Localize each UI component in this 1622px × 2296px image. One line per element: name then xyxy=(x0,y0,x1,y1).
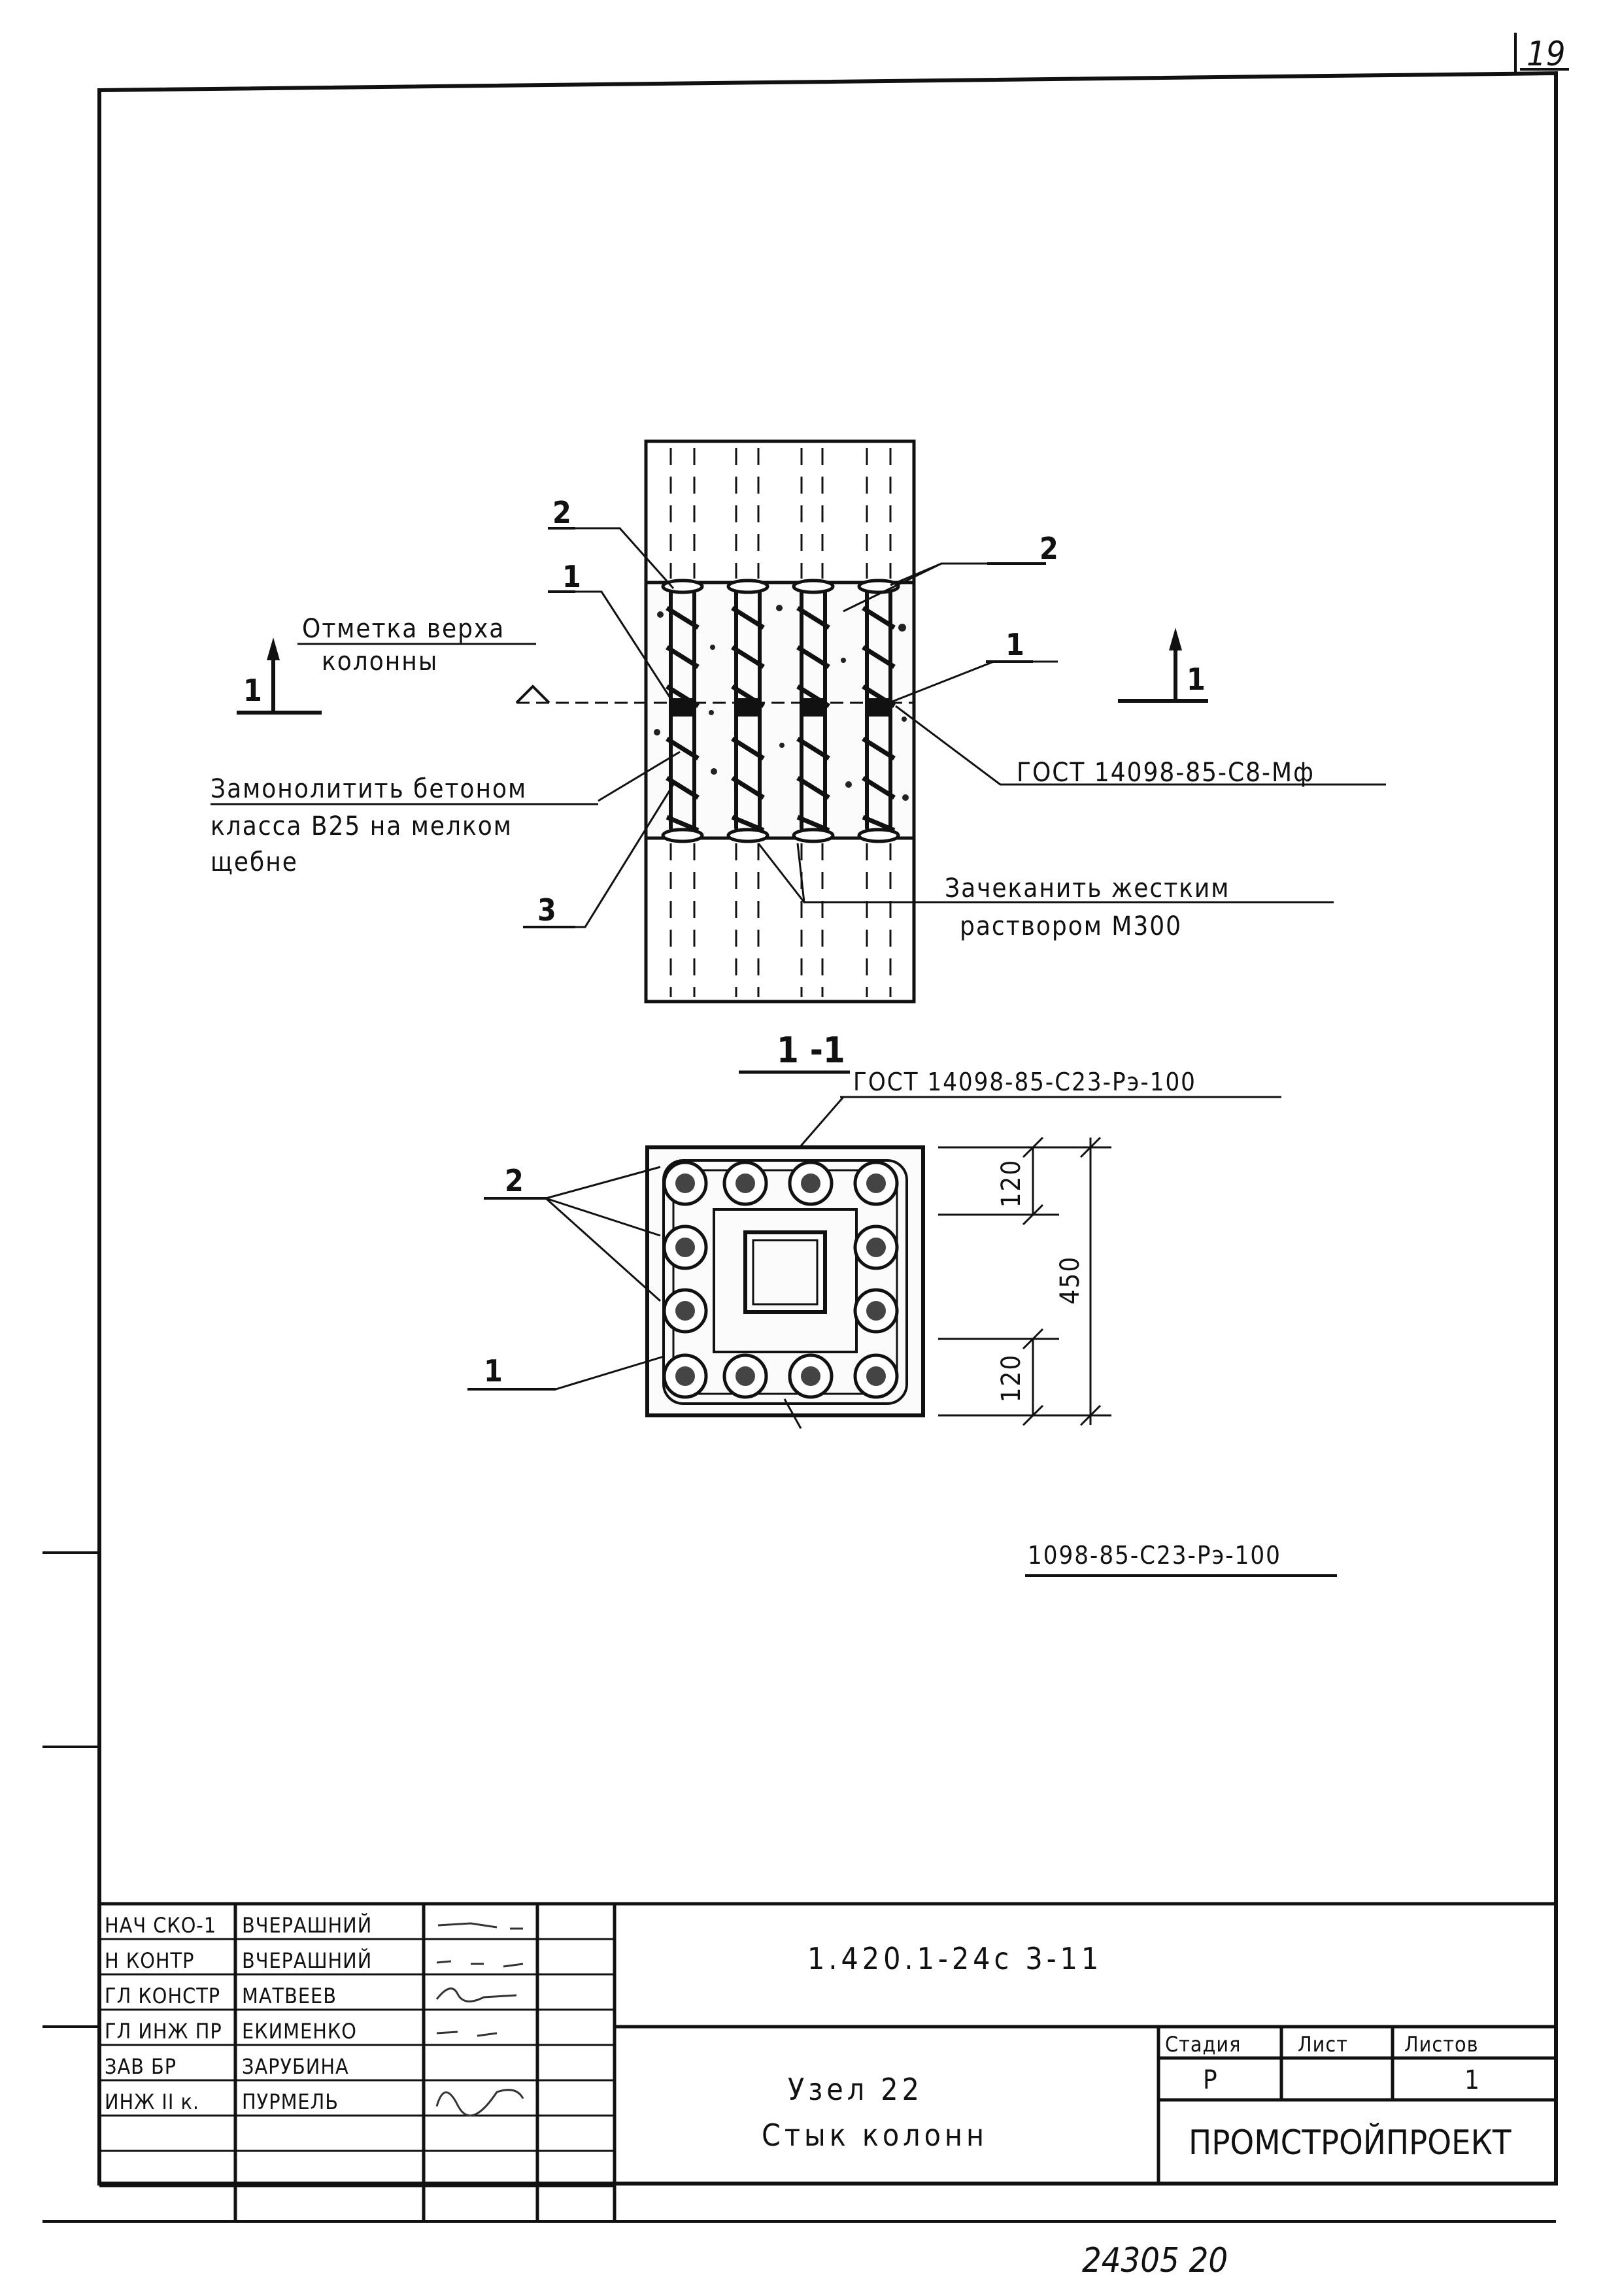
weld-splices xyxy=(671,698,890,717)
section-title: 1 -1 xyxy=(777,1030,845,1071)
elevation-callout-underlines xyxy=(523,527,1046,928)
organization: ПРОМСТРОЙПРОЕКТ xyxy=(1189,2123,1512,2163)
elevation-view: 1 1 2 1 2 1 3 xyxy=(211,439,1386,1004)
caulk-note-line2: раствором М300 xyxy=(960,911,1182,941)
drawing-title-line1: Узел 22 xyxy=(788,2072,923,2107)
elev-callout-2-right: 2 xyxy=(1039,531,1058,566)
section-bar-cores xyxy=(675,1173,886,1386)
staff-name-1: ВЧЕРАШНИЙ xyxy=(242,1948,372,1973)
section-callout-2: 2 xyxy=(505,1163,524,1198)
section-mark-right-label: 1 xyxy=(1187,662,1206,697)
elevation-label-line1: Отметка верха xyxy=(302,614,505,644)
sheets-value: 1 xyxy=(1464,2065,1481,2095)
concrete-note-line2: класса В25 на мелком xyxy=(211,811,513,841)
section-callout-1: 1 xyxy=(484,1353,503,1389)
staff-role-1: Н КОНТР xyxy=(105,1948,194,1973)
section-core-outer xyxy=(713,1208,858,1353)
column-rebar-dashes xyxy=(669,448,892,997)
elev-callout-1-right: 1 xyxy=(1005,627,1024,662)
staff-list: НАЧ СКО-1 ВЧЕРАШНИЙ Н КОНТР ВЧЕРАШНИЙ ГЛ… xyxy=(105,1913,372,2114)
rebar-spirals xyxy=(666,606,896,833)
sheet-number: 19 xyxy=(1527,35,1566,74)
concrete-fill xyxy=(654,605,909,801)
staff-role-3: ГЛ ИНЖ ПР xyxy=(105,2019,222,2044)
dim-total: 450 xyxy=(1055,1256,1085,1305)
concrete-note-line3: щебне xyxy=(211,847,298,877)
concrete-note-line1: Замонолитить бетоном xyxy=(211,774,527,804)
bar-end-plates xyxy=(661,579,900,843)
signatures xyxy=(435,1922,524,2117)
section-stirrup-inner xyxy=(672,1169,898,1395)
caulk-note-line1: Зачеканить жестким xyxy=(945,873,1230,903)
section-mark-left-arrow xyxy=(267,637,280,660)
section-core-void xyxy=(743,1230,827,1314)
staff-name-3: ЕКИМЕНКО xyxy=(242,2019,357,2044)
staff-role-5: ИНЖ II к. xyxy=(105,2089,199,2114)
elev-callout-3: 3 xyxy=(537,892,556,928)
section-dimensions xyxy=(938,1136,1111,1427)
footer-code: 24305 20 xyxy=(1082,2241,1228,2280)
staff-name-5: ПУРМЕЛЬ xyxy=(242,2089,339,2114)
elevation-label-line2: колонны xyxy=(322,647,438,677)
elevation-marker xyxy=(515,684,550,704)
staff-role-4: ЗАВ БР xyxy=(105,2054,177,2079)
drawing-title-line2: Стык колонн xyxy=(762,2118,988,2153)
dim-top: 120 xyxy=(996,1159,1026,1208)
stage-header: Стадия xyxy=(1165,2032,1241,2057)
staff-role-2: ГЛ КОНСТР xyxy=(105,1984,220,2008)
section-mark-left-label: 1 xyxy=(243,673,262,708)
staff-name-4: ЗАРУБИНА xyxy=(242,2054,349,2079)
drawing-code: 1.420.1-24с 3-11 xyxy=(807,1941,1102,1976)
dim-bottom: 120 xyxy=(996,1354,1026,1403)
section-view: 1 -1 ГОСТ 14098-85-С23-Рэ-100 xyxy=(467,1030,1337,1577)
section-core-void-inner xyxy=(752,1239,819,1306)
staff-name-2: МАТВЕЕВ xyxy=(242,1984,337,2008)
title-block-rows xyxy=(99,1938,615,2187)
elev-callout-2-left: 2 xyxy=(552,495,571,530)
section-mark-right-arrow xyxy=(1169,628,1182,650)
title-block xyxy=(99,1902,1556,2221)
sheet-frame xyxy=(97,71,1558,2186)
section-stirrup-outer xyxy=(662,1159,908,1405)
elev-callout-1-left: 1 xyxy=(562,559,581,594)
sheets-header: Листов xyxy=(1404,2032,1479,2057)
staff-name-0: ВЧЕРАШНИЙ xyxy=(242,1913,372,1938)
staff-role-0: НАЧ СКО-1 xyxy=(105,1913,216,1938)
weld-note-elevation: ГОСТ 14098-85-С8-Мф xyxy=(1017,758,1315,788)
weld-note-section-bottom: 1098-85-С23-Рэ-100 xyxy=(1028,1541,1281,1570)
weld-note-section-top: ГОСТ 14098-85-С23-Рэ-100 xyxy=(853,1068,1196,1096)
stage-value: Р xyxy=(1203,2065,1219,2095)
frame-marks xyxy=(42,33,1556,2223)
sheet-header: Лист xyxy=(1298,2032,1348,2057)
